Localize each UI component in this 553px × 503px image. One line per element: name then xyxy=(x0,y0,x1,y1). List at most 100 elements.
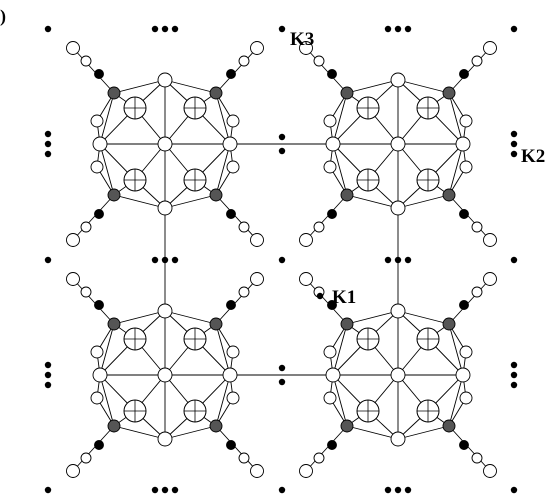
ligand-arm xyxy=(448,425,497,478)
ligand-atom xyxy=(471,55,483,67)
framework-bond xyxy=(448,323,464,376)
open-atom xyxy=(390,303,406,319)
ligand-atom xyxy=(66,41,80,55)
framework-bond xyxy=(332,323,348,376)
ligand-atom xyxy=(94,440,104,450)
k-site-dot xyxy=(171,25,179,33)
k-site-dot xyxy=(161,25,169,33)
shaded-atom xyxy=(209,86,223,100)
ligand-bond xyxy=(72,47,115,94)
shaded-atom xyxy=(107,317,121,331)
ligand-atom xyxy=(459,69,469,79)
framework-bond xyxy=(397,79,450,94)
side-atom xyxy=(459,391,473,405)
side-atom xyxy=(459,345,473,359)
k-site-dot xyxy=(44,486,52,494)
open-atom xyxy=(222,136,238,152)
framework-bond xyxy=(215,374,231,427)
ligand-bond xyxy=(305,194,348,241)
ligand-arm xyxy=(215,41,264,94)
site-label-k3: K3 xyxy=(290,29,315,50)
k-site-dot xyxy=(44,371,52,379)
ligand-atom xyxy=(66,272,80,286)
ligand-atom xyxy=(483,272,497,286)
ligand-atom xyxy=(226,209,236,219)
ligand-atom xyxy=(327,440,337,450)
side-atom xyxy=(226,391,240,405)
ligand-arm xyxy=(299,194,348,247)
framework-bond xyxy=(215,92,231,145)
k-site-dot xyxy=(384,256,392,264)
side-atom xyxy=(323,160,337,174)
ligand-arm xyxy=(299,272,348,325)
side-atom xyxy=(226,114,240,128)
k-site-dot xyxy=(404,486,412,494)
k-site-dot xyxy=(44,150,52,158)
ligand-bond xyxy=(448,278,491,325)
side-atom xyxy=(90,391,104,405)
ligand-arm xyxy=(215,194,264,247)
ligand-bond xyxy=(305,425,348,472)
ligand-atom xyxy=(250,272,264,286)
k-site-dot xyxy=(161,486,169,494)
ligand-arm xyxy=(215,425,264,478)
ligand-atom xyxy=(238,286,250,298)
ligand-atom xyxy=(80,452,92,464)
ligand-atom xyxy=(299,464,313,478)
open-atom xyxy=(157,200,173,216)
framework-bond xyxy=(346,194,399,209)
framework-bond xyxy=(164,194,217,209)
ligand-atom xyxy=(459,300,469,310)
ligand-atom xyxy=(80,55,92,67)
k-site-dot xyxy=(510,381,518,389)
k-site-dot xyxy=(510,361,518,369)
framework-bond xyxy=(397,425,450,440)
framework-bond xyxy=(99,374,115,427)
ligand-atom xyxy=(459,209,469,219)
k-site-dot xyxy=(171,256,179,264)
site-label-k2: K2 xyxy=(521,146,546,167)
k1-site-dot xyxy=(316,292,324,300)
potassium-sites xyxy=(44,25,518,494)
framework-bond xyxy=(346,310,399,325)
open-atom xyxy=(390,367,406,383)
side-atom xyxy=(226,160,240,174)
open-atom xyxy=(325,367,341,383)
k-site-dot xyxy=(278,256,286,264)
framework-bond xyxy=(164,425,217,440)
k-site-dot xyxy=(151,486,159,494)
ligand-atom xyxy=(327,209,337,219)
side-atom xyxy=(90,345,104,359)
framework-bond xyxy=(397,310,450,325)
framework-bond xyxy=(215,323,231,376)
k-site-dot xyxy=(151,25,159,33)
cluster-top-right xyxy=(299,41,497,247)
cluster-bottom-left xyxy=(66,272,264,478)
framework-bond xyxy=(448,143,464,196)
ligand-bond xyxy=(448,194,491,241)
shaded-atom xyxy=(442,86,456,100)
k-site-dot xyxy=(278,364,286,372)
k-site-dot xyxy=(510,256,518,264)
ligand-atom xyxy=(66,464,80,478)
framework-bond xyxy=(99,323,115,376)
shaded-atom xyxy=(442,317,456,331)
k-site-dot xyxy=(278,147,286,155)
shaded-atom xyxy=(209,188,223,202)
framework-bond xyxy=(346,79,399,94)
side-atom xyxy=(323,114,337,128)
cluster-bottom-right xyxy=(299,272,497,478)
k-site-dot xyxy=(510,130,518,138)
ligand-atom xyxy=(226,300,236,310)
shaded-atom xyxy=(442,188,456,202)
ligand-atom xyxy=(471,452,483,464)
shaded-atom xyxy=(340,419,354,433)
ligand-arm xyxy=(448,41,497,94)
k-site-dot xyxy=(44,25,52,33)
framework-bond xyxy=(99,92,115,145)
open-atom xyxy=(390,72,406,88)
ligand-atom xyxy=(483,233,497,247)
k-site-dot xyxy=(44,256,52,264)
framework-bond xyxy=(99,143,115,196)
